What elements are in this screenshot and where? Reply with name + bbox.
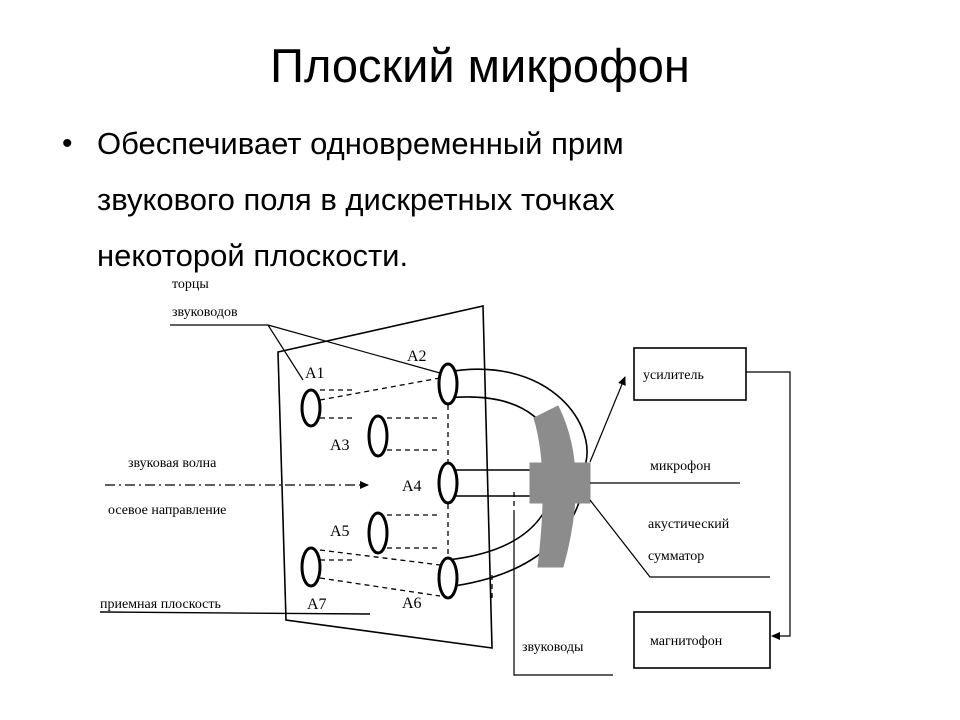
label-end-faces-1: торцы [172, 277, 209, 292]
aperture-a2 [437, 362, 459, 406]
bullet-line-3: некоторой плоскости. [97, 238, 409, 273]
slide-title: Плоский микрофон [270, 39, 690, 92]
aperture-a4 [437, 461, 459, 505]
label-sound-wave: звуковая волна [128, 456, 217, 471]
aperture-a1 [300, 388, 322, 428]
aperture-a6 [437, 556, 459, 600]
bullet-line-2: звукового поля в дискретных точках [97, 182, 615, 217]
label-a2: A2 [407, 348, 427, 365]
aperture-a7 [300, 546, 322, 588]
label-adder-2: сумматор [648, 549, 704, 564]
microphone-tube [447, 469, 530, 497]
label-a7: A7 [307, 596, 327, 613]
aperture-a5 [367, 511, 389, 555]
label-end-faces-2: звуководов [172, 305, 238, 320]
amplifier-box [633, 347, 747, 401]
label-receiving-plane: приемная плоскость [100, 597, 221, 612]
label-axial-direction: осевое направление [108, 503, 226, 518]
label-a5: A5 [330, 523, 350, 540]
bullet-text: Обеспечивает одновременный прим звуковог… [97, 116, 917, 284]
receiving-plane-shape [277, 305, 493, 649]
label-a1: A1 [305, 365, 325, 382]
label-tape-recorder: магнитофон [650, 634, 723, 649]
label-sound-guides: звуководы [522, 640, 584, 655]
bullet-dot-icon: • [62, 127, 73, 160]
leader-adder [589, 499, 770, 578]
sound-guide-outer [446, 368, 588, 588]
dashed-a5-right [387, 514, 440, 549]
dashed-a1-a2 [319, 377, 441, 401]
label-a3: A3 [330, 437, 350, 454]
label-a4: A4 [402, 478, 422, 495]
leader-amplifier [589, 376, 626, 463]
tape-recorder-box [633, 611, 771, 669]
label-microphone: микрофон [650, 459, 711, 474]
leader-end-faces [170, 324, 441, 381]
dashed-a1-right [320, 389, 356, 419]
label-a6: A6 [402, 595, 422, 612]
dashed-a7-right [319, 549, 441, 597]
label-adder-1: акустический [648, 517, 730, 532]
leader-sound-guides [513, 510, 613, 676]
bullet-line-1: Обеспечивает одновременный прим [97, 126, 624, 161]
label-amplifier: усилитель [643, 368, 704, 383]
aperture-a3 [367, 414, 389, 458]
microphone-block [529, 462, 591, 504]
line-amplifier-to-recorder [746, 371, 791, 640]
dashed-a3-right [387, 417, 440, 451]
dashed-vertical-2 [491, 492, 515, 598]
